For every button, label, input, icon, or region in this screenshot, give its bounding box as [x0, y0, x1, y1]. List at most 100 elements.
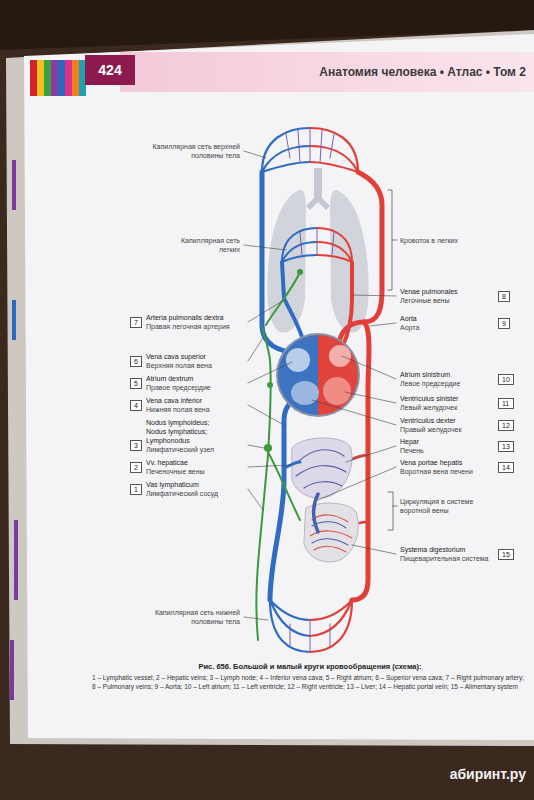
callout-number: 10 [498, 374, 514, 385]
latin-term: Vena portae hepatis [400, 458, 462, 467]
liver-capillaries [296, 450, 346, 488]
latin-term: Nodus lymphoideus; [146, 418, 209, 427]
callout-number: 13 [498, 441, 514, 452]
label-holder: Nodus lymphaticus; [146, 427, 207, 436]
latin-term: Atrium dextrum [146, 374, 193, 383]
node-text: 15 [502, 550, 510, 559]
node-text: 10 [502, 375, 510, 384]
left-heart [318, 335, 358, 415]
latin-term: Vena cava inferior [146, 396, 202, 405]
right-atrium [286, 348, 310, 372]
russian-term: Лимфатический сосуд [146, 489, 218, 498]
label-holder: Печень [400, 446, 424, 455]
inferior-vena-cava [270, 402, 291, 600]
right-ventricle [291, 381, 319, 405]
portal-vein [314, 494, 319, 532]
label-holder: Nodus lymphoideus; [146, 418, 209, 427]
label-holder: Atrium sinistrum [400, 370, 450, 379]
node-text: 6 [134, 357, 138, 366]
gut-arterial-capillaries [310, 515, 352, 552]
label-holder: Капиллярная сеть нижней половины тела [144, 608, 240, 626]
pulmonary-arterial-capillaries [317, 228, 352, 262]
node-text: 13 [502, 442, 510, 451]
label-holder: Кровоток в легких [400, 236, 458, 245]
label-holder: Vas lymphaticum [146, 480, 199, 489]
label-holder: Ventriculus sinister [400, 394, 458, 403]
pericardium [276, 333, 360, 417]
label-holder: Lymphonodus [146, 436, 190, 445]
label-holder: Hepar [400, 437, 419, 446]
latin-term: Vv. hepaticae [146, 458, 188, 467]
russian-term: Воротная вена печени [400, 467, 473, 476]
node-text: 2 [134, 463, 138, 472]
label-holder: Легочные вены [400, 296, 449, 305]
region-label: Циркуляция в системе воротной вены [400, 497, 492, 515]
node-text: 5 [134, 379, 138, 388]
page-sheet [24, 34, 534, 740]
callout-number: 7 [130, 317, 142, 328]
latin-term: Vena cava superior [146, 352, 206, 361]
russian-term: Левый желудочек [400, 403, 457, 412]
latin-term: Nodus lymphaticus; [146, 427, 207, 436]
label-holder: Правая легочная артерия [146, 322, 230, 331]
label-holder: Воротная вена печени [400, 467, 473, 476]
node-text: Анатомия человека • Атлас • Том 2 [319, 65, 526, 79]
capillary-mesh [300, 228, 334, 255]
pulmonary-venous-capillaries [282, 228, 317, 262]
russian-term: Кровоток в легких [400, 236, 458, 245]
label-holder: Vena cava superior [146, 352, 206, 361]
trachea [306, 168, 330, 210]
node-text: 424 [98, 62, 121, 78]
russian-term: Верхняя полая вена [146, 361, 212, 370]
label-holder: Нижняя полая вена [146, 405, 210, 414]
header-band: Анатомия человека • Атлас • Том 2 [120, 52, 534, 92]
circulation-scheme [244, 128, 397, 652]
label-holder: Arteria pulmonalis dextra [146, 313, 223, 322]
watermark: абиринт.ру [450, 766, 526, 782]
label-holder: Правое предсердие [146, 383, 211, 392]
region-label: Капиллярная сеть нижней половины тела [144, 608, 240, 626]
color-tab [44, 60, 51, 96]
latin-term: Vas lymphaticum [146, 480, 199, 489]
node-text: 9 [502, 319, 506, 328]
callout-number: 15 [498, 549, 514, 560]
region-label: Капиллярная сеть верхней половины тела [144, 142, 240, 160]
russian-term: Печень [400, 446, 424, 455]
label-holder: Лимфатический сосуд [146, 489, 218, 498]
russian-term: Легочные вены [400, 296, 449, 305]
callout-number: 8 [498, 291, 510, 302]
label-holder: Правый желудочек [400, 425, 462, 434]
label-holder: Venae pulmonales [400, 287, 458, 296]
russian-term: Аорта [400, 323, 419, 332]
latin-term: Ventriculus dexter [400, 416, 456, 425]
russian-term: Правый желудочек [400, 425, 462, 434]
russian-term: Правая легочная артерия [146, 322, 230, 331]
color-tab [37, 60, 44, 96]
left-ventricle [323, 377, 351, 405]
label-holder: Vv. hepaticae [146, 458, 188, 467]
bracket [388, 190, 397, 290]
lymph-node [267, 382, 273, 388]
color-tab [65, 60, 72, 96]
lymph-node [297, 269, 303, 275]
latin-term: Systema digestorium [400, 545, 465, 554]
label-holder: Atrium dextrum [146, 374, 193, 383]
page-stack [6, 30, 534, 746]
lymph-node [264, 444, 272, 452]
liver-outline [292, 438, 352, 498]
callout-number: 3 [130, 440, 142, 451]
label-holder: 1 – Lymphatic vessel; 2 – Hepatic veins;… [92, 674, 528, 691]
latin-term: Aorta [400, 314, 417, 323]
latin-term: Atrium sinistrum [400, 370, 450, 379]
node-text: 12 [502, 421, 510, 430]
color-tab [51, 60, 58, 96]
label-holder: Аорта [400, 323, 419, 332]
callout-number: 2 [130, 462, 142, 473]
arterial-capillaries [310, 600, 352, 652]
lymphatic-vessel [256, 272, 300, 640]
russian-term: Печеночные вены [146, 467, 205, 476]
callout-number: 14 [498, 462, 514, 473]
latin-term: Ventriculus sinister [400, 394, 458, 403]
